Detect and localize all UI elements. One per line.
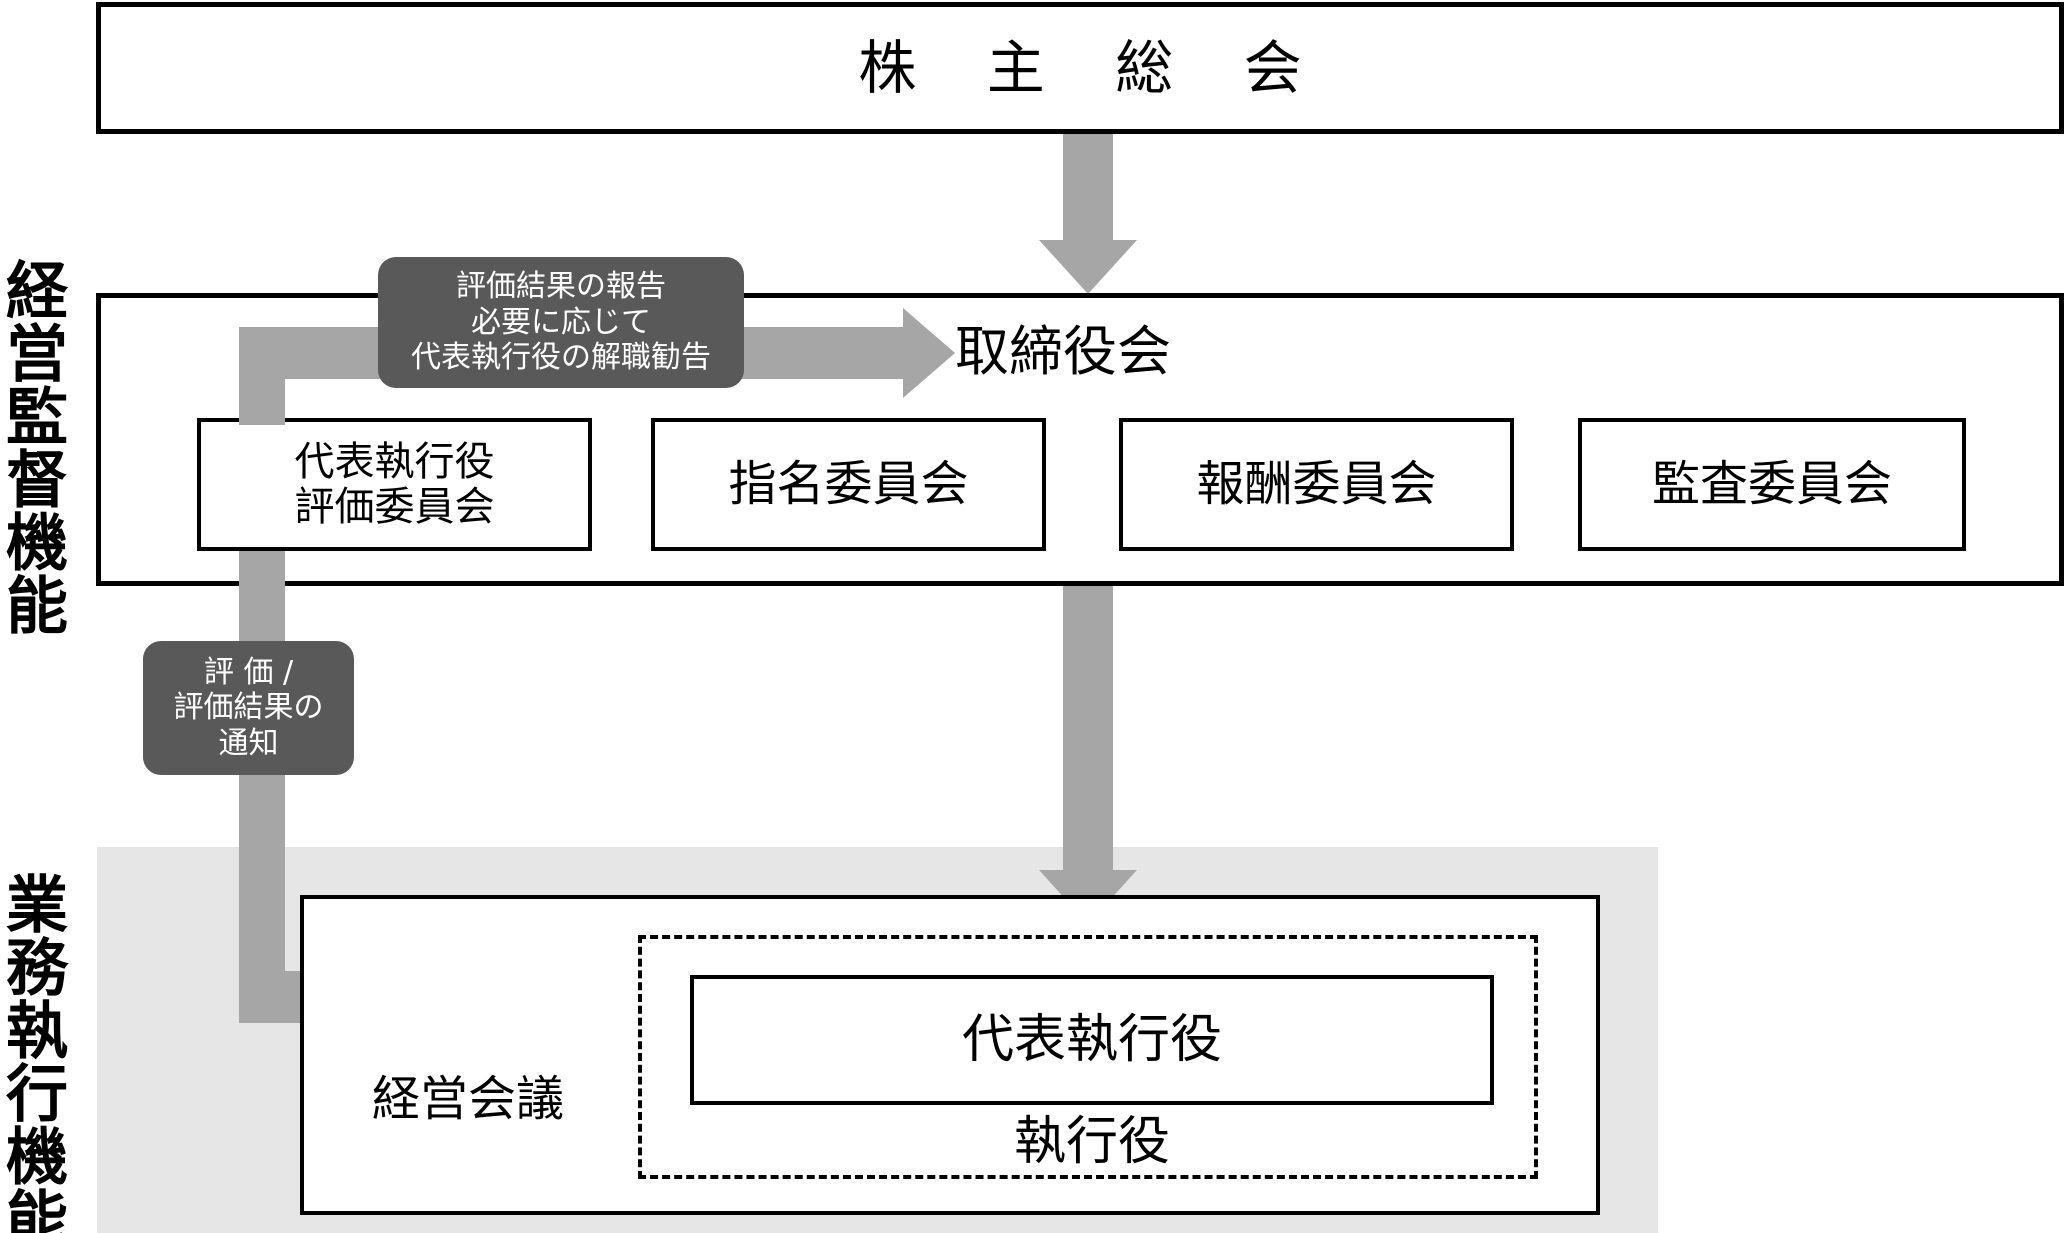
shareholders-meeting-box <box>96 2 2064 134</box>
side-label-execution: 業務執行機能 <box>0 872 68 1233</box>
board-of-directors-label: 取締役会 <box>955 320 1171 384</box>
callout-line-3: 代表執行役の解職勧告 <box>411 340 711 376</box>
executive-officer-label: 執行役 <box>1013 1111 1170 1172</box>
executive-officers-dashed-box <box>638 935 1538 1179</box>
callout-line-2: 必要に応じて <box>471 304 651 340</box>
committee-box-compensation <box>1119 418 1514 551</box>
committee-box-audit <box>1578 418 1966 551</box>
shareholders-meeting-label: 株 主 総 会 <box>858 33 1328 102</box>
committee-label-line2: 評価委員会 <box>294 483 495 530</box>
committee-label-compensation: 報酬委員会 <box>1196 455 1437 512</box>
committee-label-nomination: 指名委員会 <box>728 455 969 512</box>
committee-box-ceo-evaluation <box>197 418 592 551</box>
committee-label-audit: 監査委員会 <box>1651 455 1892 512</box>
committee-label-ceo-evaluation: 代表執行役 評価委員会 <box>197 418 592 551</box>
arrow-shareholders-to-board-head <box>1039 240 1137 294</box>
callout-line-1: 評価結果の報告 <box>456 269 666 305</box>
callout-line-1: 評 価 / <box>203 654 294 690</box>
management-meeting-label: 経営会議 <box>371 1071 564 1128</box>
callout-report-to-board: 評価結果の報告 必要に応じて 代表執行役の解職勧告 <box>378 257 744 388</box>
committee-box-nomination <box>651 418 1046 551</box>
callout-line-2: 評価結果の <box>173 690 324 726</box>
callout-evaluation-notice: 評 価 / 評価結果の 通知 <box>143 641 354 775</box>
callout-line-3: 通知 <box>218 725 279 761</box>
committee-label-line1: 代表執行役 <box>294 438 495 485</box>
arrow-shareholders-to-board-shaft <box>1063 134 1113 252</box>
arrow-board-to-executives-shaft <box>1063 586 1113 881</box>
representative-executive-officer-label: 代表執行役 <box>961 1009 1222 1070</box>
side-label-oversight: 経営監督機能 <box>0 258 68 636</box>
arrow-ceoeval-to-board-head <box>903 308 955 398</box>
representative-executive-officer-box <box>690 975 1494 1105</box>
